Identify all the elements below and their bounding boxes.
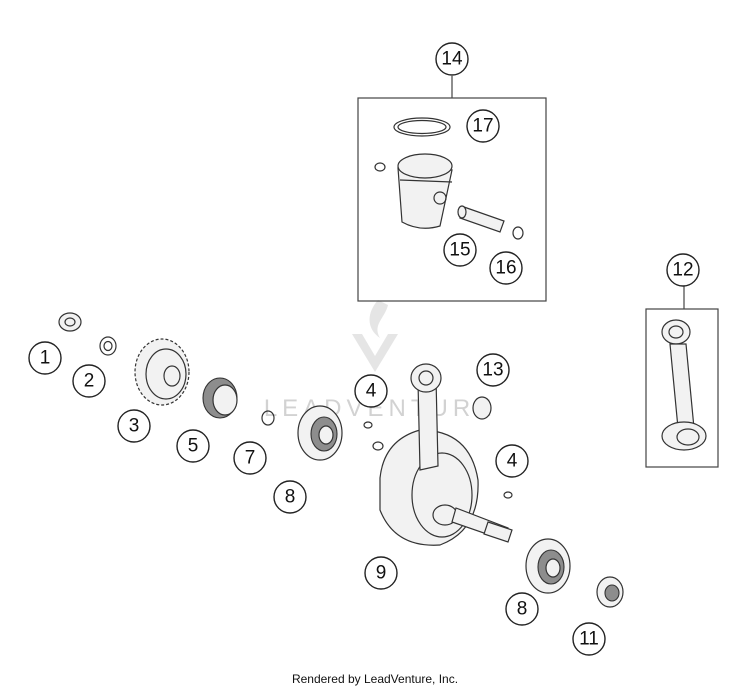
callout-17[interactable]: 17 — [466, 109, 500, 143]
svg-text:14: 14 — [441, 49, 463, 70]
svg-text:16: 16 — [495, 258, 516, 279]
conrod-kit-group — [645, 286, 719, 468]
callout-13[interactable]: 13 — [476, 353, 510, 387]
callout-3[interactable]: 3 — [117, 409, 151, 443]
callout-12[interactable]: 12 — [666, 253, 700, 287]
callout-9[interactable]: 9 — [364, 556, 398, 590]
conrod-kit-box — [645, 308, 719, 468]
o-ring — [261, 410, 275, 426]
callout-11[interactable]: 11 — [572, 622, 606, 656]
primary-gear — [134, 338, 190, 406]
svg-text:7: 7 — [245, 448, 256, 469]
svg-text:11: 11 — [579, 629, 599, 650]
callout-16[interactable]: 16 — [489, 251, 523, 285]
svg-text:3: 3 — [129, 416, 140, 437]
svg-text:12: 12 — [672, 260, 693, 281]
callout-4-upper[interactable]: 4 — [354, 374, 388, 408]
svg-text:1: 1 — [40, 348, 51, 369]
woodruff-key-right — [503, 491, 513, 499]
callout-1[interactable]: 1 — [28, 341, 62, 375]
svg-text:13: 13 — [482, 360, 503, 381]
circlip — [374, 162, 386, 172]
connecting-rod-spare — [661, 319, 707, 451]
svg-text:15: 15 — [449, 240, 470, 261]
callout-5[interactable]: 5 — [176, 429, 210, 463]
piston-kit-box — [357, 97, 547, 302]
svg-text:2: 2 — [84, 371, 95, 392]
needle-bearing — [472, 396, 492, 420]
piston-kit-group — [357, 76, 547, 302]
svg-text:4: 4 — [507, 451, 518, 472]
svg-text:5: 5 — [188, 436, 199, 457]
crankshaft — [372, 363, 513, 546]
washer — [99, 336, 117, 356]
callout-8-left[interactable]: 8 — [273, 480, 307, 514]
piston-ring — [393, 117, 451, 137]
callout-15[interactable]: 15 — [443, 233, 477, 267]
callout-2[interactable]: 2 — [72, 364, 106, 398]
svg-text:8: 8 — [285, 487, 296, 508]
footer-credit: Rendered by LeadVenture, Inc. — [291, 672, 459, 686]
small-bearing — [596, 576, 624, 608]
callout-7[interactable]: 7 — [233, 441, 267, 475]
svg-text:9: 9 — [376, 563, 387, 584]
piston-pin — [457, 205, 505, 233]
woodruff-key-left — [363, 421, 373, 429]
ball-bearing-right — [525, 538, 571, 594]
nut — [58, 312, 82, 332]
svg-text:8: 8 — [517, 599, 528, 620]
svg-text:17: 17 — [472, 116, 493, 137]
circlip-right — [512, 226, 524, 240]
seal-ring — [202, 377, 238, 419]
ball-bearing-left — [297, 405, 343, 461]
piston — [397, 153, 453, 229]
callout-14[interactable]: 14 — [435, 42, 469, 76]
callout-4-lower[interactable]: 4 — [495, 444, 529, 478]
callout-8-right[interactable]: 8 — [505, 592, 539, 626]
svg-text:4: 4 — [366, 381, 377, 402]
